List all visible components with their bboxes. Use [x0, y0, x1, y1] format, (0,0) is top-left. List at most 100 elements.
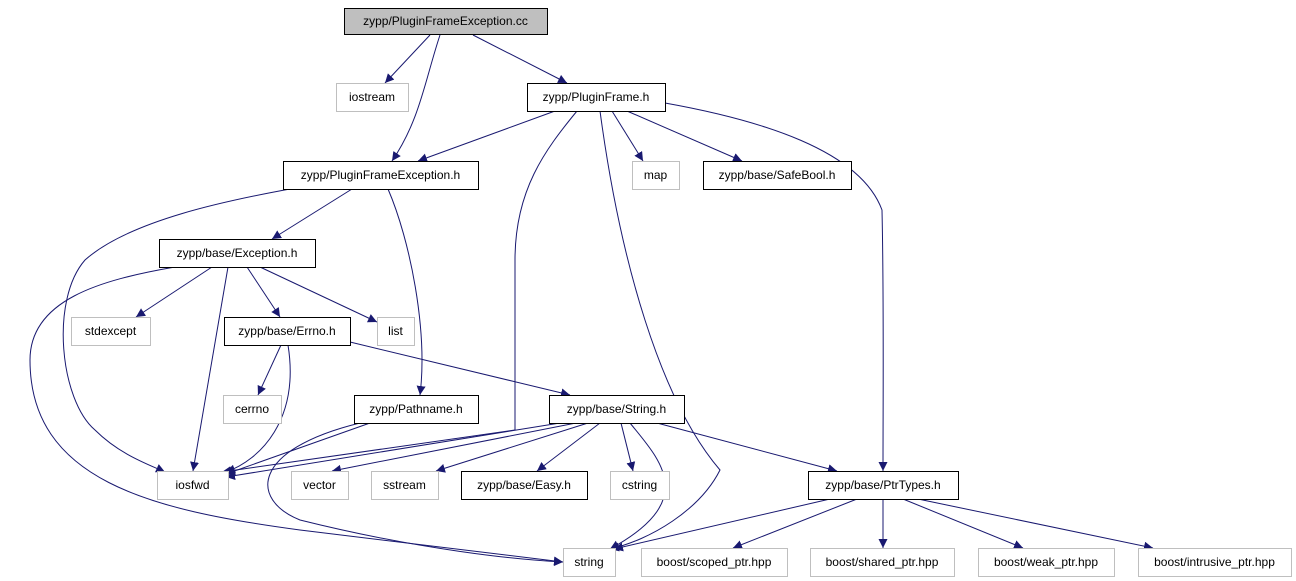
node-string: string — [563, 548, 616, 577]
node-box — [810, 548, 955, 577]
node-box — [283, 161, 479, 190]
node-label: zypp/base/Exception.h — [177, 246, 298, 260]
node-safebool[interactable]: zypp/base/SafeBool.h — [703, 161, 852, 190]
edge-layer — [29, 34, 1154, 567]
node-box — [563, 548, 616, 577]
edge-ptrtypes-to-weak — [902, 498, 1024, 549]
node-label: cstring — [622, 478, 657, 492]
node-box — [978, 548, 1115, 577]
node-box — [291, 471, 349, 500]
edge-pfexc-to-exception — [271, 188, 353, 240]
node-box — [549, 395, 685, 424]
edge-ptrtypes-to-intrusive — [917, 498, 1154, 551]
node-scoped: boost/scoped_ptr.hpp — [641, 548, 788, 577]
node-label: map — [644, 168, 668, 182]
node-easy[interactable]: zypp/base/Easy.h — [461, 471, 588, 500]
node-pluginframe[interactable]: zypp/PluginFrame.h — [527, 83, 666, 112]
node-label: zypp/Pathname.h — [369, 402, 462, 416]
node-sstream: sstream — [371, 471, 439, 500]
node-intrusive: boost/intrusive_ptr.hpp — [1138, 548, 1292, 577]
node-label: zypp/base/Easy.h — [477, 478, 571, 492]
edge-pathname-to-iosfwd — [225, 422, 371, 476]
node-cstring: cstring — [610, 471, 670, 500]
edge-ptrtypes-to-scoped — [732, 498, 858, 549]
node-label: zypp/base/SafeBool.h — [719, 168, 836, 182]
node-box — [461, 471, 588, 500]
node-box — [641, 548, 788, 577]
edge-exception-to-list — [259, 266, 378, 323]
edge-stringh-to-ptrtypes — [656, 422, 838, 474]
node-label: sstream — [383, 478, 426, 492]
node-box — [157, 471, 229, 500]
node-errno[interactable]: zypp/base/Errno.h — [224, 317, 351, 346]
node-box — [1138, 548, 1292, 577]
node-weak: boost/weak_ptr.hpp — [978, 548, 1115, 577]
node-label: string — [574, 555, 603, 569]
node-iostream: iostream — [336, 83, 409, 112]
edge-pfexc-to-iosfwd — [62, 188, 291, 473]
node-label: iosfwd — [175, 478, 209, 492]
edge-pluginframe-to-pfexc — [417, 110, 556, 163]
node-label: zypp/PluginFrameException.cc — [363, 14, 528, 28]
node-list: list — [377, 317, 415, 346]
node-iosfwd: iosfwd — [157, 471, 229, 500]
node-label: zypp/base/String.h — [567, 402, 666, 416]
edge-root-to-pluginframe — [472, 34, 568, 84]
node-label: zypp/PluginFrameException.h — [301, 168, 460, 182]
node-layer: zypp/PluginFrameException.cc iostream zypp… — [71, 8, 1292, 577]
edge-exception-to-stdexcept — [135, 266, 213, 318]
node-label: zypp/base/PtrTypes.h — [825, 478, 940, 492]
edge-exception-to-string — [29, 266, 564, 566]
node-cerrno: cerrno — [223, 395, 282, 424]
node-label: cerrno — [235, 402, 269, 416]
node-label: stdexcept — [85, 324, 137, 338]
node-box — [223, 395, 282, 424]
node-box — [71, 317, 151, 346]
edge-errno-to-cerrno — [257, 344, 282, 396]
edge-root-to-pfexc — [391, 34, 441, 162]
edge-pluginframe-to-string — [599, 110, 721, 552]
node-root[interactable]: zypp/PluginFrameException.cc — [344, 8, 548, 35]
node-label: zypp/PluginFrame.h — [543, 90, 650, 104]
node-box — [344, 8, 548, 35]
node-map: map — [632, 161, 680, 190]
node-ptrtypes[interactable]: zypp/base/PtrTypes.h — [808, 471, 959, 500]
edge-stringh-to-easy — [536, 422, 601, 472]
edge-pluginframe-to-safebool — [626, 110, 743, 162]
node-label: boost/intrusive_ptr.hpp — [1154, 555, 1275, 569]
node-box — [354, 395, 479, 424]
node-pfexc[interactable]: zypp/PluginFrameException.h — [283, 161, 479, 190]
node-box — [527, 83, 666, 112]
node-label: boost/weak_ptr.hpp — [994, 555, 1098, 569]
node-box — [377, 317, 415, 346]
node-box — [610, 471, 670, 500]
edge-errno-to-iosfwd — [225, 344, 291, 474]
node-label: zypp/base/Errno.h — [238, 324, 335, 338]
edge-ptrtypes-to-string — [613, 498, 831, 552]
edge-root-to-iostream — [384, 34, 431, 84]
edge-exception-to-errno — [246, 266, 281, 318]
edge-exception-to-iosfwd — [190, 266, 229, 472]
node-label: boost/shared_ptr.hpp — [826, 555, 939, 569]
node-shared: boost/shared_ptr.hpp — [810, 548, 955, 577]
node-box — [703, 161, 852, 190]
node-box — [224, 317, 351, 346]
edge-stringh-to-sstream — [435, 422, 589, 473]
edge-pluginframe-to-iosfwd — [221, 110, 578, 476]
edge-stringh-to-vector — [331, 422, 577, 474]
node-label: iostream — [349, 90, 395, 104]
node-box — [371, 471, 439, 500]
edge-errno-to-stringh — [349, 341, 571, 398]
edge-stringh-to-cstring — [620, 422, 636, 472]
edge-pluginframe-to-map — [611, 110, 644, 162]
node-pathname[interactable]: zypp/Pathname.h — [354, 395, 479, 424]
node-box — [632, 161, 680, 190]
node-box — [336, 83, 409, 112]
node-vector: vector — [291, 471, 349, 500]
node-exception[interactable]: zypp/base/Exception.h — [159, 239, 316, 268]
edge-pluginframe-to-ptrtypes — [664, 102, 888, 472]
node-stringh[interactable]: zypp/base/String.h — [549, 395, 685, 424]
edge-pfexc-to-pathname — [387, 188, 426, 396]
node-label: boost/scoped_ptr.hpp — [657, 555, 772, 569]
